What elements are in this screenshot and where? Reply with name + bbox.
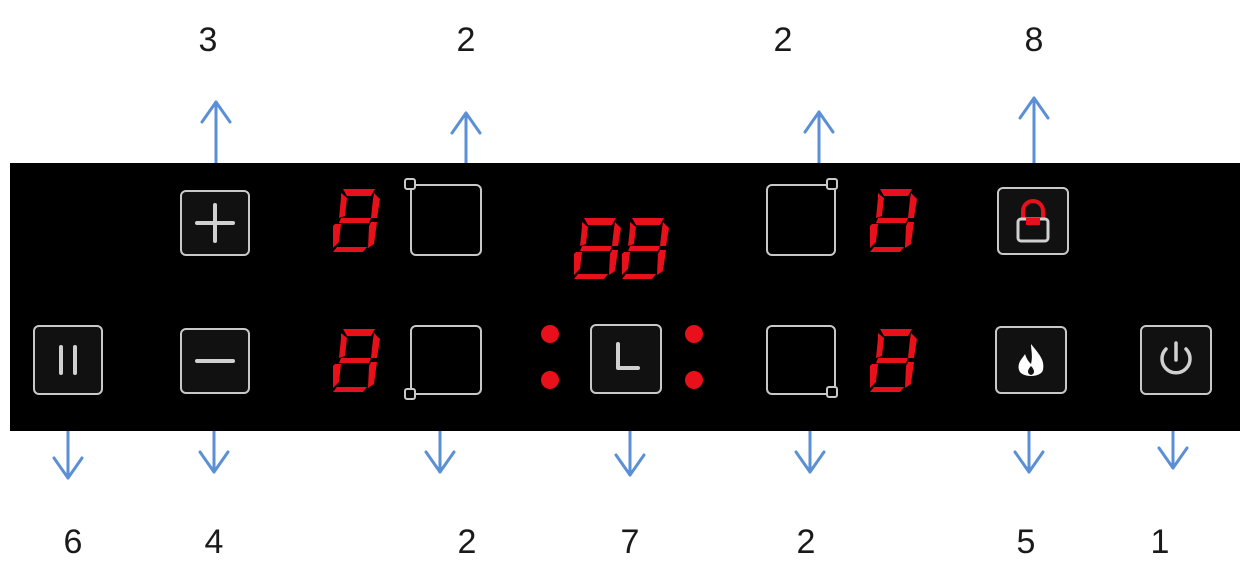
zone-bottom-right-display [870,329,917,392]
label-7: 7 [620,523,640,561]
plus-icon [195,203,235,243]
minus-button[interactable] [180,328,250,394]
zone-corner-marker [826,178,838,190]
arrow-up-3 [200,100,232,167]
label-2-bottom-left: 2 [457,523,477,561]
timer-display [574,218,669,279]
label-5: 5 [1016,523,1036,561]
indicator-dot-right-bottom [685,371,703,389]
zone-top-right-display [870,189,917,252]
cooking-zone-top-right[interactable] [766,184,836,256]
label-6: 6 [63,523,83,561]
label-2-bottom-right: 2 [796,523,816,561]
pause-icon [59,345,77,375]
timer-digit-2 [622,218,669,279]
zone-bottom-left-display [333,329,380,392]
power-button[interactable] [1140,325,1212,395]
indicator-dot-right-top [685,325,703,343]
clock-icon [616,342,640,370]
flame-icon [1018,344,1044,376]
cooking-zone-bottom-left[interactable] [410,325,482,395]
label-4: 4 [204,523,224,561]
indicator-dot-left-bottom [541,371,559,389]
zone-corner-marker [404,388,416,400]
digit-segments [333,329,380,392]
pause-button[interactable] [33,325,103,395]
lock-icon [1016,199,1050,243]
power-icon [1160,341,1192,375]
minus-icon [195,359,235,363]
zone-corner-marker [404,178,416,190]
zone-top-left-display [333,189,380,252]
indicator-dot-left-top [541,325,559,343]
label-3: 3 [198,21,218,59]
label-1: 1 [1150,523,1170,561]
label-8: 8 [1024,21,1044,59]
boost-button[interactable] [995,326,1067,394]
label-2-top-left: 2 [456,21,476,59]
label-2-top-right: 2 [773,21,793,59]
zone-corner-marker [826,386,838,398]
timer-digit-1 [574,218,621,279]
lock-button[interactable] [997,187,1069,255]
digit-segments [333,189,380,252]
timer-button[interactable] [590,324,662,394]
plus-button[interactable] [180,190,250,256]
cooking-zone-top-left[interactable] [410,184,482,256]
cooking-zone-bottom-right[interactable] [766,325,836,395]
arrow-up-8 [1018,96,1050,167]
